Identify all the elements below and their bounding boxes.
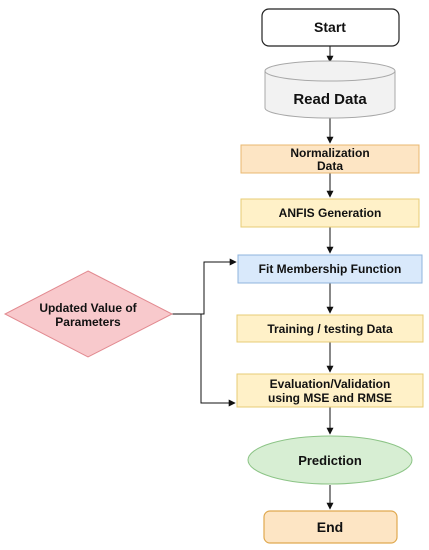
prediction-shape [247, 435, 413, 485]
start-shape [261, 8, 400, 47]
end-shape [263, 510, 398, 544]
read-data-cylinder-body [264, 71, 396, 119]
normalization-label-line1: Normalization [290, 146, 369, 160]
updated-parameters-diamond [3, 270, 174, 358]
node-updated-parameters: Updated Value of Parameters [3, 270, 174, 358]
edge-params-to-fit-membership [172, 258, 237, 315]
end-label: End [317, 519, 343, 535]
anfis-label: ANFIS Generation [279, 206, 382, 220]
updated-parameters-label-line1: Updated Value of [39, 301, 137, 315]
evaluation-label-line2: using MSE and RMSE [268, 391, 392, 405]
node-fit-membership: Fit Membership Function [237, 254, 423, 284]
read-data-cylinder-top [264, 60, 396, 82]
updated-parameters-label-line2: Parameters [55, 315, 121, 329]
node-prediction: Prediction [247, 435, 413, 485]
node-anfis-generation: ANFIS Generation [240, 198, 420, 228]
edge-params-to-evaluation [172, 313, 236, 407]
node-normalization: Normalization Data [240, 144, 420, 174]
evaluation-shape [236, 373, 424, 408]
read-data-label: Read Data [293, 91, 367, 108]
normalization-label-line2: Data [317, 159, 343, 173]
fit-membership-label: Fit Membership Function [259, 262, 402, 276]
node-training: Training / testing Data [236, 314, 424, 343]
training-label: Training / testing Data [267, 322, 393, 336]
prediction-label: Prediction [298, 453, 362, 468]
training-shape [236, 314, 424, 343]
node-end: End [263, 510, 398, 544]
node-evaluation: Evaluation/Validation using MSE and RMSE [236, 373, 424, 408]
node-read-data: Read Data [264, 60, 396, 119]
start-label: Start [314, 19, 346, 35]
evaluation-label-line1: Evaluation/Validation [270, 377, 391, 391]
normalization-shape [240, 144, 420, 174]
edges [172, 46, 334, 510]
anfis-shape [240, 198, 420, 228]
fit-membership-shape [237, 254, 423, 284]
node-start: Start [261, 8, 400, 47]
